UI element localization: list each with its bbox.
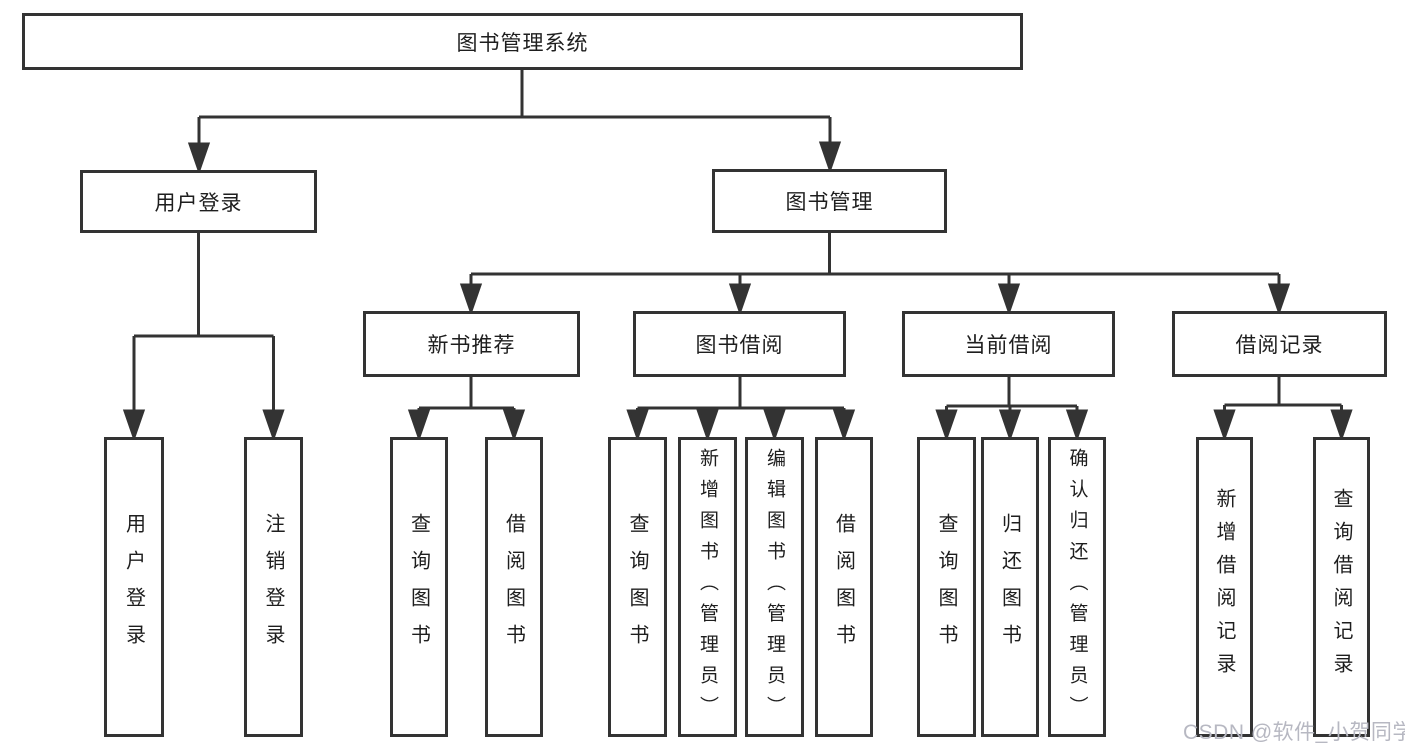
arrowhead — [626, 409, 649, 442]
node-user-login: 用户登录 — [80, 170, 317, 233]
leaf-label: 查询图书 — [407, 513, 430, 661]
leaf-label: 确认归还（管理员） — [1066, 447, 1088, 727]
arrowhead — [998, 409, 1022, 442]
leaf-newbook-query-books: 查询图书 — [390, 437, 448, 737]
arrowhead — [935, 409, 958, 442]
csdn-watermark: CSDN @软件_小贺同学 — [1183, 721, 1405, 744]
leaf-current-query-books: 查询图书 — [917, 437, 976, 737]
leaf-label: 编辑图书（管理员） — [764, 447, 785, 727]
node-new-book-recommend: 新书推荐 — [363, 311, 580, 377]
arrowhead — [459, 283, 483, 316]
leaf-borrow-add-books-admin: 新增图书（管理员） — [678, 437, 737, 737]
node-current-borrow: 当前借阅 — [902, 311, 1115, 377]
leaf-borrow-edit-books-admin: 编辑图书（管理员） — [745, 437, 804, 737]
arrowhead — [1267, 283, 1291, 316]
leaf-borrow-borrow-books: 借阅图书 — [815, 437, 873, 737]
leaf-label: 查询图书 — [935, 513, 957, 661]
arrowhead — [1213, 409, 1236, 442]
arrowhead — [832, 409, 856, 442]
node-root: 图书管理系统 — [22, 13, 1023, 70]
node-book-management: 图书管理 — [712, 169, 947, 233]
leaf-user-login: 用户登录 — [104, 437, 164, 737]
leaf-label: 查询图书 — [626, 513, 648, 661]
arrowhead — [407, 409, 431, 442]
leaf-newbook-borrow-books: 借阅图书 — [485, 437, 543, 737]
leaf-records-add-record: 新增借阅记录 — [1196, 437, 1253, 737]
leaf-label: 新增图书（管理员） — [697, 447, 718, 727]
leaf-borrow-query-books: 查询图书 — [608, 437, 667, 737]
arrowhead — [187, 142, 211, 175]
arrowhead — [122, 409, 146, 442]
node-book-borrow: 图书借阅 — [633, 311, 846, 377]
node-borrow-records: 借阅记录 — [1172, 311, 1387, 377]
leaf-current-return-books: 归还图书 — [981, 437, 1039, 737]
arrowhead — [763, 409, 786, 442]
leaf-current-confirm-return-admin: 确认归还（管理员） — [1048, 437, 1106, 737]
arrowhead — [696, 409, 719, 442]
leaf-logout: 注销登录 — [244, 437, 303, 737]
leaf-label: 借阅图书 — [832, 513, 855, 661]
leaf-label: 借阅图书 — [502, 513, 525, 661]
arrowhead — [818, 141, 842, 174]
arrowhead — [1065, 409, 1089, 442]
arrowhead — [997, 283, 1021, 316]
leaf-label: 注销登录 — [262, 513, 284, 661]
arrowhead — [728, 283, 752, 316]
leaf-label: 用户登录 — [122, 513, 145, 661]
arrowhead — [1330, 409, 1353, 442]
leaf-label: 新增借阅记录 — [1213, 488, 1235, 686]
arrowhead — [502, 409, 526, 442]
arrowhead — [262, 409, 285, 442]
leaf-label: 查询借阅记录 — [1330, 488, 1352, 686]
leaf-label: 归还图书 — [998, 513, 1021, 661]
leaf-records-query-record: 查询借阅记录 — [1313, 437, 1370, 737]
